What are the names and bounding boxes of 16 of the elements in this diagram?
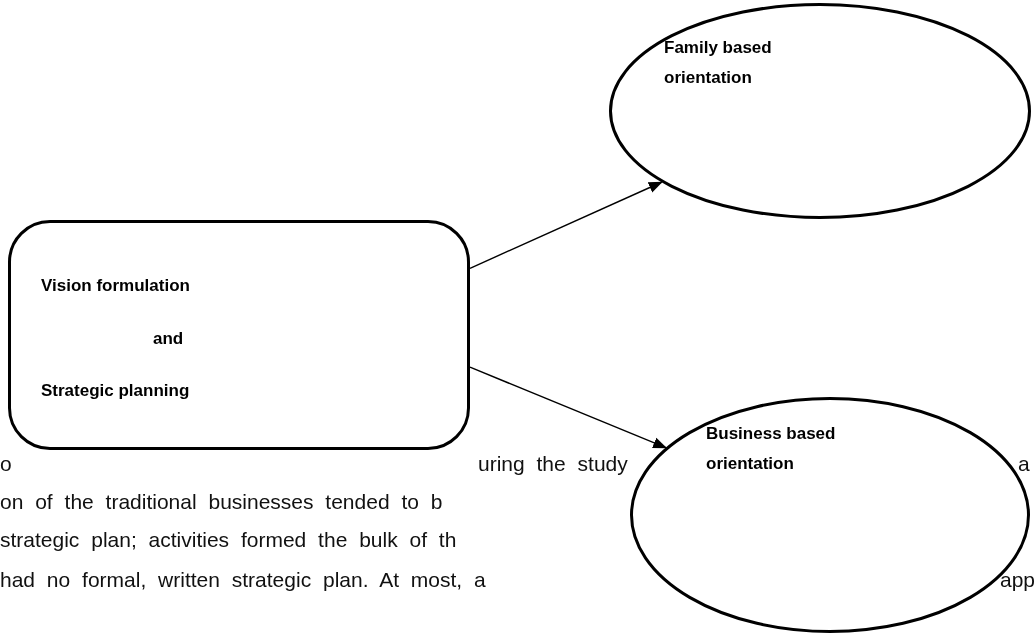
text-fragment: on of the traditional businesses tended to b: [0, 490, 443, 514]
text-fragment: app: [1000, 568, 1034, 592]
text-fragment: strategic plan; activities formed the bulk of th: [0, 528, 457, 552]
text-fragment: had no formal, written strategic plan. At most, a: [0, 568, 486, 592]
node-label: and: [153, 328, 184, 350]
node-label: Strategic planning: [41, 380, 190, 402]
text-fragment: a: [1018, 452, 1030, 476]
text-fragment: uring the study: [478, 452, 628, 476]
node-label: Business based orientation: [706, 423, 837, 475]
arrow: [469, 181, 663, 269]
arrow: [469, 366, 668, 449]
node-label: Vision formulation: [41, 275, 190, 297]
rounded-box: [8, 220, 470, 450]
ellipse-node: [609, 3, 1031, 219]
text-fragment: o: [0, 452, 12, 476]
node-label: Family based orientation: [664, 37, 773, 89]
